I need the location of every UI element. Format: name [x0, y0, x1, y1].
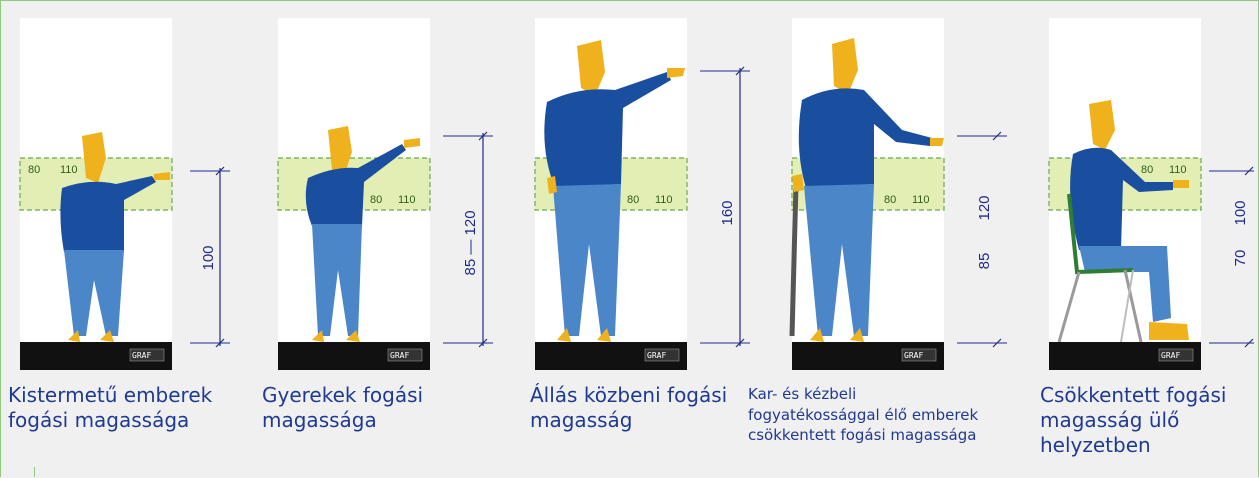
panel-standing: 80 110 GRAF 160 [535, 18, 765, 370]
caption-line: csökkentett fogási magassága [748, 425, 1038, 446]
dimension-label-85-120: 85 — 120 [462, 210, 479, 275]
illustration-seated-person: 80 110 GRAF 100 70 [1049, 18, 1259, 370]
caption-line: magasság [530, 408, 740, 433]
caption-line: Állás közbeni fogási [530, 383, 740, 408]
illustration-short-person: 80 110 GRAF 100 [20, 18, 240, 370]
caption-line: magassága [262, 408, 492, 433]
brand-label: GRAF [132, 351, 151, 360]
caption-limited-reach: Kar- és kézbeli fogyatékossággal élő emb… [748, 384, 1038, 446]
panel-children: 80 110 GRAF 85 — 120 [278, 18, 508, 370]
caption-seated: Csökkentett fogási magasság ülő helyzetb… [1040, 383, 1255, 458]
zone-label-80: 80 [884, 194, 896, 206]
zone-label-80: 80 [1141, 164, 1153, 176]
caption-line: helyzetben [1040, 433, 1255, 458]
caption-line: Gyerekek fogási [262, 383, 492, 408]
caption-line: fogyatékossággal élő emberek [748, 405, 1038, 426]
zone-label-80: 80 [627, 194, 639, 206]
caption-line: fogási magassága [8, 408, 243, 433]
caption-children: Gyerekek fogási magassága [262, 383, 492, 433]
panel-short-people: 80 110 GRAF 100 [20, 18, 240, 370]
dimension-label-85: 85 [976, 253, 993, 270]
zone-label-110: 110 [398, 194, 416, 206]
caption-line: Kar- és kézbeli [748, 384, 1038, 405]
brand-label: GRAF [390, 351, 409, 360]
dimension-label-100: 100 [1232, 200, 1249, 225]
caption-line: Kistermetű emberek [8, 383, 243, 408]
brand-label: GRAF [1161, 351, 1180, 360]
zone-label-80: 80 [28, 164, 40, 176]
caption-standing: Állás közbeni fogási magasság [530, 383, 740, 433]
caption-line: magasság ülő [1040, 408, 1255, 433]
dimension-label-120: 120 [976, 195, 993, 220]
zone-label-110: 110 [655, 194, 673, 206]
panel-limited-reach: 80 110 GRAF 120 85 [792, 18, 1022, 370]
dimension-label-70: 70 [1232, 250, 1249, 267]
brand-label: GRAF [904, 351, 923, 360]
panel-seated: 80 110 GRAF 100 70 [1049, 18, 1259, 370]
zone-label-110: 110 [912, 194, 930, 206]
zone-label-110: 110 [1169, 164, 1187, 176]
illustration-child: 80 110 GRAF 85 — 120 [278, 18, 508, 370]
caption-line: Csökkentett fogási [1040, 383, 1255, 408]
zone-label-110: 110 [60, 164, 78, 176]
caption-short-people: Kistermetű emberek fogási magassága [8, 383, 243, 433]
illustration-person-with-cane: 80 110 GRAF 120 85 [792, 18, 1022, 370]
dimension-label-160: 160 [719, 200, 736, 225]
dimension-label-100: 100 [200, 245, 217, 270]
zone-label-80: 80 [370, 194, 382, 206]
illustration-standing-person: 80 110 GRAF 160 [535, 18, 765, 370]
brand-label: GRAF [647, 351, 666, 360]
